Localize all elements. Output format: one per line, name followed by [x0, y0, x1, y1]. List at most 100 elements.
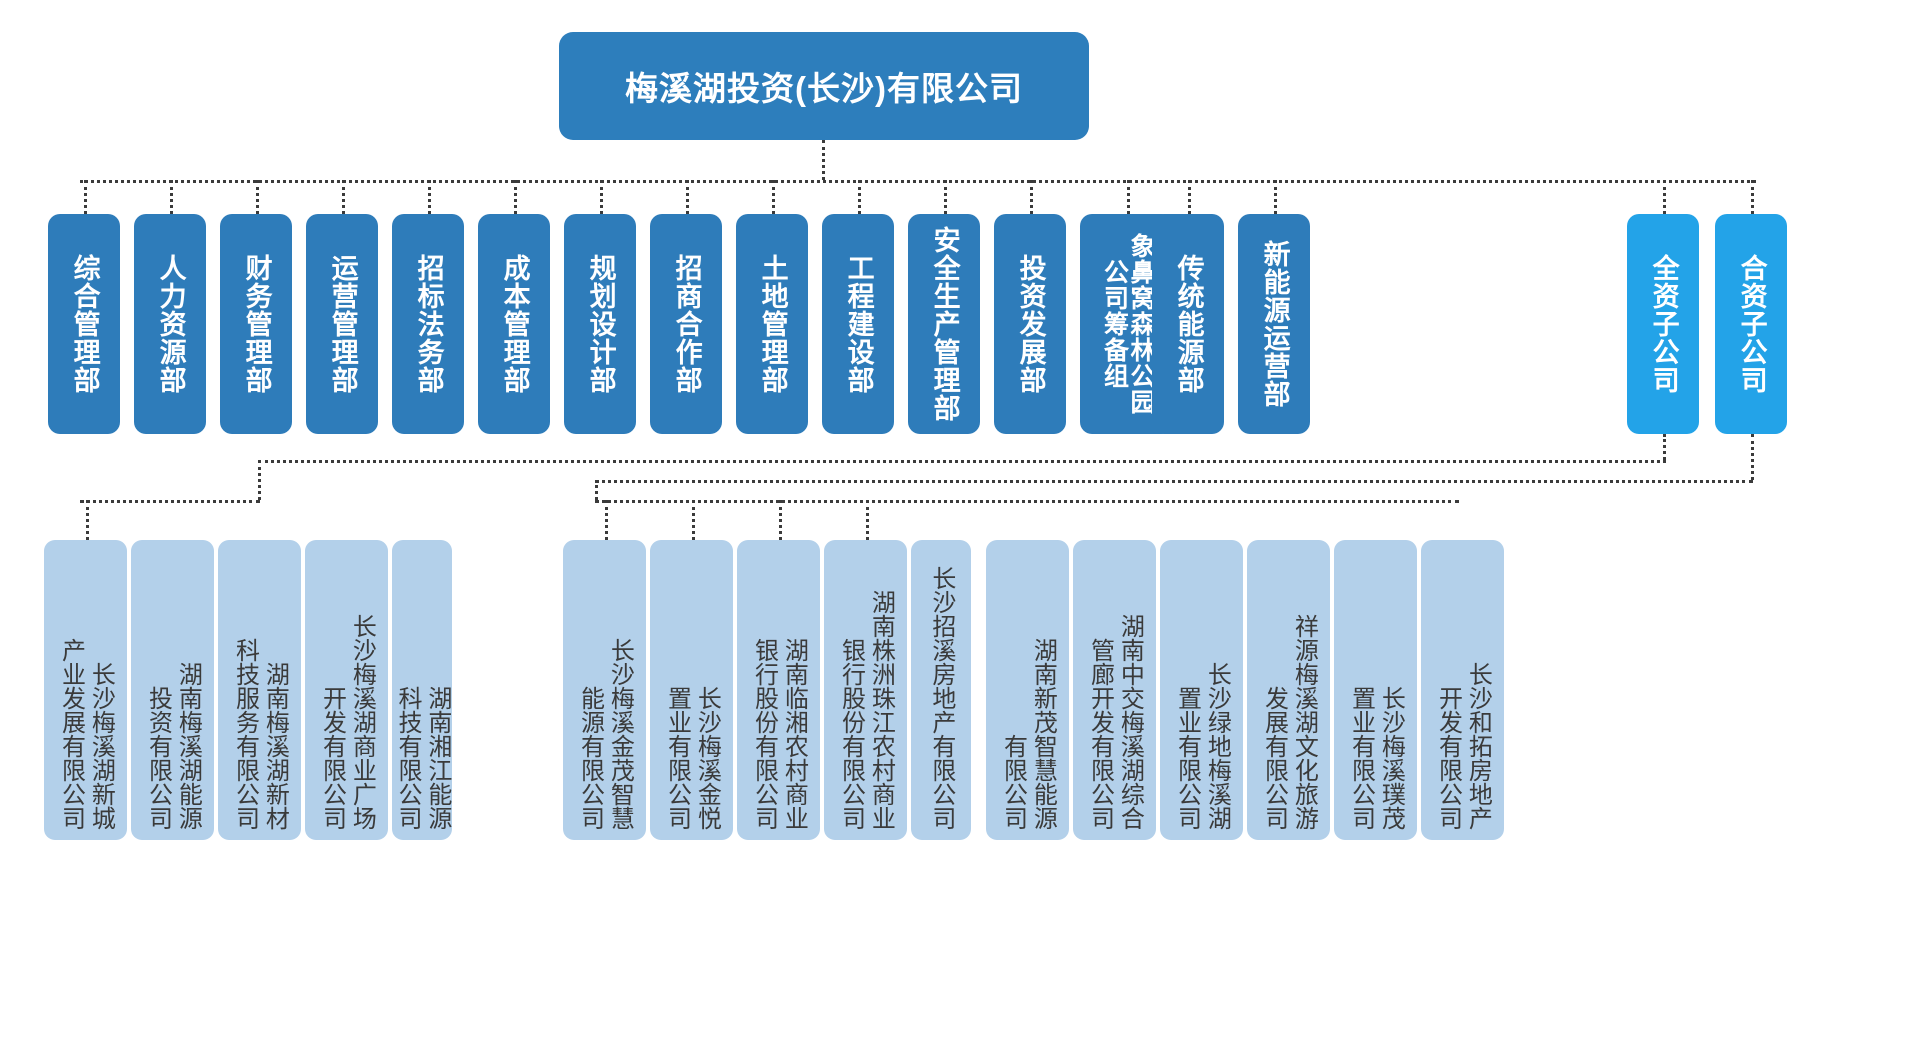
connector-department-drop-14: [1188, 180, 1191, 214]
joint-venture-company-node-4-column-2: 银行股份有限公司: [837, 638, 865, 830]
joint-venture-company-node-10-column-1: 长沙梅溪璞茂: [1377, 686, 1405, 830]
connector-department-drop-13: [1127, 180, 1130, 214]
connector-department-drop-7: [600, 180, 603, 214]
department-node-label: 招标法务部: [413, 254, 444, 394]
wholly-owned-company-node-4[interactable]: 长沙梅溪湖商业广场开发有限公司: [305, 540, 388, 840]
connector-department-drop-15: [1274, 180, 1277, 214]
department-node-13-column-1: 象鼻窝森林公园: [1127, 233, 1155, 415]
connector-department-drop-8: [686, 180, 689, 214]
joint-venture-company-node-11-column-1: 长沙和拓房地产: [1464, 662, 1492, 830]
department-node-5[interactable]: 招标法务部: [392, 214, 464, 434]
joint-venture-company-node-1-column-1: 长沙梅溪金茂智慧: [606, 638, 634, 830]
connector-joint-venture-bus: [595, 500, 1459, 503]
connector-subsidiary-category-drop-2: [1751, 180, 1754, 214]
connector-joint-venture-drop: [1751, 434, 1754, 480]
wholly-owned-company-node-4-column-2: 开发有限公司: [318, 686, 346, 830]
connector-joint-venture-left-drop: [595, 480, 598, 500]
connector-joint-venture-company-node-2-drop: [691, 500, 695, 540]
connector-department-drop-10: [858, 180, 861, 214]
wholly-owned-company-node-2-column-1: 湖南梅溪湖能源: [174, 662, 202, 830]
department-node-8[interactable]: 招商合作部: [650, 214, 722, 434]
joint-venture-company-node-6-column-1: 湖南新茂智慧能源: [1029, 638, 1057, 830]
department-node-11[interactable]: 安全生产管理部: [908, 214, 980, 434]
joint-venture-company-node-2[interactable]: 长沙梅溪金悦置业有限公司: [650, 540, 733, 840]
connector-wholly-owned-bus: [80, 500, 260, 503]
connector-joint-venture-run: [595, 480, 1753, 483]
joint-venture-company-node-3-column-1: 湖南临湘农村商业: [780, 638, 808, 830]
department-node-4[interactable]: 运营管理部: [306, 214, 378, 434]
department-node-label: 成本管理部: [499, 254, 530, 394]
joint-venture-company-node-11[interactable]: 长沙和拓房地产开发有限公司: [1421, 540, 1504, 840]
connector-department-drop-9: [772, 180, 775, 214]
joint-venture-company-node-4-column-1: 湖南株洲珠江农村商业: [867, 590, 895, 830]
joint-venture-company-node-9-column-2: 发展有限公司: [1260, 686, 1288, 830]
connector-joint-venture-company-node-3-drop: [778, 500, 782, 540]
root-node[interactable]: 梅溪湖投资(长沙)有限公司: [559, 32, 1089, 140]
department-node-9[interactable]: 土地管理部: [736, 214, 808, 434]
connector-department-drop-6: [514, 180, 517, 214]
wholly-owned-company-node-2-column-2: 投资有限公司: [144, 686, 172, 830]
wholly-owned-company-node-1-column-1: 长沙梅溪湖新城: [87, 662, 115, 830]
department-node-15[interactable]: 新能源运营部: [1238, 214, 1310, 434]
department-node-14[interactable]: 传统能源部: [1152, 214, 1224, 434]
department-node-10[interactable]: 工程建设部: [822, 214, 894, 434]
wholly-owned-company-node-2[interactable]: 湖南梅溪湖能源投资有限公司: [131, 540, 214, 840]
department-node-1[interactable]: 综合管理部: [48, 214, 120, 434]
joint-venture-company-node-3[interactable]: 湖南临湘农村商业银行股份有限公司: [737, 540, 820, 840]
subsidiary-category-label: 全资子公司: [1648, 254, 1679, 394]
joint-venture-company-node-7[interactable]: 湖南中交梅溪湖综合管廊开发有限公司: [1073, 540, 1156, 840]
department-node-2[interactable]: 人力资源部: [134, 214, 206, 434]
connector-subsidiary-category-drop-1: [1663, 180, 1666, 214]
joint-venture-company-node-1-column-2: 能源有限公司: [576, 686, 604, 830]
joint-venture-company-node-10-column-2: 置业有限公司: [1347, 686, 1375, 830]
wholly-owned-company-node-1[interactable]: 长沙梅溪湖新城产业发展有限公司: [44, 540, 127, 840]
subsidiary-category-node-2[interactable]: 合资子公司: [1715, 214, 1787, 434]
wholly-owned-company-node-3-column-2: 科技服务有限公司: [231, 638, 259, 830]
department-node-label: 规划设计部: [585, 254, 616, 394]
joint-venture-company-node-7-column-1: 湖南中交梅溪湖综合: [1116, 614, 1144, 830]
joint-venture-company-node-6[interactable]: 湖南新茂智慧能源有限公司: [986, 540, 1069, 840]
joint-venture-company-node-8-column-1: 长沙绿地梅溪湖: [1203, 662, 1231, 830]
wholly-owned-company-node-3-column-1: 湖南梅溪湖新材: [261, 662, 289, 830]
joint-venture-company-node-7-column-2: 管廊开发有限公司: [1086, 638, 1114, 830]
wholly-owned-company-node-5-column-2: 科技有限公司: [394, 686, 421, 830]
connector-wholly-owned-run: [258, 460, 1666, 463]
department-node-label: 招商合作部: [671, 254, 702, 394]
connector-department-drop-11: [944, 180, 947, 214]
connector-wholly-owned-drop: [1663, 434, 1666, 460]
connector-department-drop-1: [84, 180, 87, 214]
joint-venture-company-node-8-column-2: 置业有限公司: [1173, 686, 1201, 830]
connector-wholly-owned-company-node-1-drop: [85, 500, 89, 540]
connector-department-drop-12: [1030, 180, 1033, 214]
wholly-owned-company-node-5[interactable]: 湖南湘江能源科技有限公司: [392, 540, 452, 840]
joint-venture-company-node-5[interactable]: 长沙招溪房地产有限公司: [911, 540, 971, 840]
connector-joint-venture-company-node-1-drop: [604, 500, 608, 540]
joint-venture-company-node-3-column-2: 银行股份有限公司: [750, 638, 778, 830]
subsidiary-category-node-1[interactable]: 全资子公司: [1627, 214, 1699, 434]
joint-venture-company-node-4[interactable]: 湖南株洲珠江农村商业银行股份有限公司: [824, 540, 907, 840]
wholly-owned-company-node-3[interactable]: 湖南梅溪湖新材科技服务有限公司: [218, 540, 301, 840]
connector-department-drop-2: [170, 180, 173, 214]
joint-venture-company-node-9[interactable]: 祥源梅溪湖文化旅游发展有限公司: [1247, 540, 1330, 840]
wholly-owned-company-node-4-column-1: 长沙梅溪湖商业广场: [348, 614, 376, 830]
connector-root-drop: [822, 140, 825, 180]
joint-venture-company-node-6-column-2: 有限公司: [999, 734, 1027, 830]
connector-department-bus: [80, 180, 1756, 183]
connector-department-drop-4: [342, 180, 345, 214]
joint-venture-company-node-11-column-2: 开发有限公司: [1434, 686, 1462, 830]
department-node-12[interactable]: 投资发展部: [994, 214, 1066, 434]
department-node-6[interactable]: 成本管理部: [478, 214, 550, 434]
department-node-3[interactable]: 财务管理部: [220, 214, 292, 434]
department-node-label: 人力资源部: [155, 254, 186, 394]
department-node-label: 传统能源部: [1173, 254, 1204, 394]
department-node-13-column-2: 公司筹备组: [1100, 259, 1129, 389]
joint-venture-company-node-1[interactable]: 长沙梅溪金茂智慧能源有限公司: [563, 540, 646, 840]
department-node-label: 综合管理部: [69, 254, 100, 394]
department-node-7[interactable]: 规划设计部: [564, 214, 636, 434]
wholly-owned-company-node-1-column-2: 产业发展有限公司: [57, 638, 85, 830]
connector-department-drop-3: [256, 180, 259, 214]
department-node-label: 工程建设部: [843, 254, 874, 394]
joint-venture-company-node-8[interactable]: 长沙绿地梅溪湖置业有限公司: [1160, 540, 1243, 840]
joint-venture-company-node-10[interactable]: 长沙梅溪璞茂置业有限公司: [1334, 540, 1417, 840]
